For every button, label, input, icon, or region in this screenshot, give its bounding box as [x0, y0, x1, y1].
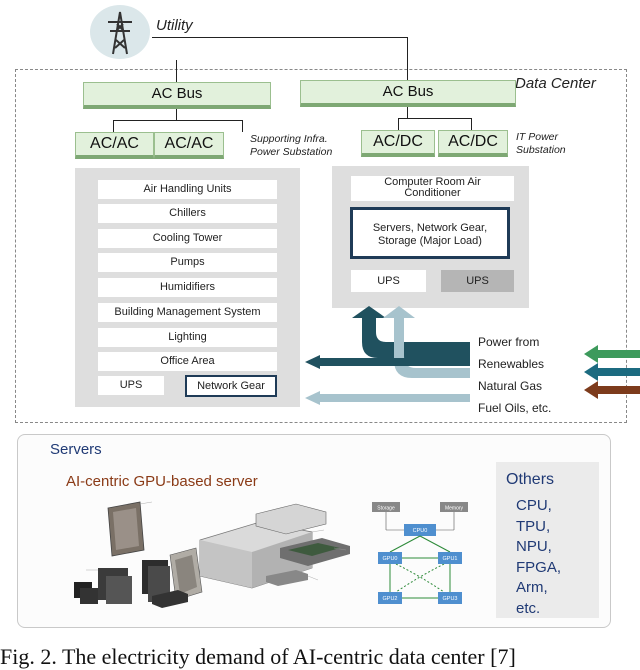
- cpu-label: CPU0: [413, 528, 428, 534]
- support-item-cooling-tower: Cooling Tower: [98, 229, 277, 248]
- support-item-chillers: Chillers: [98, 204, 277, 223]
- storage-node: [372, 502, 400, 512]
- right-bus-drop: [407, 106, 408, 118]
- gpu-interconnect-diagram: Storage Memory CPU0 GPU0 GPU1 GPU2 GPU3: [372, 502, 468, 604]
- component-callouts: [86, 501, 347, 581]
- utility-label: Utility: [156, 17, 193, 34]
- servers-title: Servers: [50, 441, 102, 458]
- support-substation-label: Supporting Infra. Power Substation: [250, 133, 333, 158]
- input-arrows: [584, 345, 640, 399]
- acdc1-drop: [398, 118, 399, 130]
- power-source-line-2: Renewables: [478, 357, 545, 371]
- gpu0-label: GPU0: [383, 556, 398, 562]
- crac-unit: Computer Room Air Conditioner: [351, 176, 514, 201]
- it-ups-left: UPS: [351, 270, 426, 292]
- utility-wire-horizontal: [152, 37, 408, 38]
- right-bus-branch: [398, 118, 472, 119]
- data-center-label: Data Center: [515, 75, 596, 92]
- others-box: [496, 462, 599, 618]
- support-network-gear: Network Gear: [185, 375, 277, 397]
- gpu3-node: [438, 592, 462, 604]
- utility-icon: [88, 4, 152, 60]
- data-center-boundary: [15, 69, 627, 423]
- ac-ac-converter-2: AC/AC: [154, 132, 224, 159]
- left-bus-branch: [113, 120, 243, 121]
- support-item-air-handling: Air Handling Units: [98, 180, 277, 199]
- gpu0-node: [378, 552, 402, 564]
- gpu-module-stack: [74, 582, 98, 604]
- others-item-npu: NPU,: [516, 538, 552, 555]
- ac-dc-converter-2: AC/DC: [438, 130, 508, 157]
- ac-bus-left: AC Bus: [83, 82, 271, 109]
- acac1-drop: [113, 120, 114, 132]
- others-item-arm: Arm,: [516, 579, 548, 596]
- utility-wire-right: [407, 37, 408, 82]
- gpu3-label: GPU3: [443, 596, 458, 602]
- top-module: [255, 503, 327, 535]
- acdc2-drop: [471, 118, 472, 130]
- ac-dc-converter-1: AC/DC: [361, 130, 435, 157]
- support-item-pumps: Pumps: [98, 253, 277, 272]
- others-item-tpu: TPU,: [516, 517, 551, 535]
- drive-tray: [152, 590, 188, 608]
- power-supply: [266, 570, 308, 586]
- gpu1-node: [438, 552, 462, 564]
- ac-ac-converter-1: AC/AC: [75, 132, 154, 159]
- gpu2-node: [378, 592, 402, 604]
- ac-bus-right: AC Bus: [300, 80, 516, 107]
- power-source-line-1: Power from: [478, 335, 540, 349]
- storage-label: Storage: [377, 506, 395, 512]
- acac2-drop: [242, 120, 243, 132]
- motherboard: [280, 538, 350, 566]
- gpu1-label: GPU1: [443, 556, 458, 562]
- ai-server-subtitle: AI-centric GPU-based server: [66, 473, 258, 490]
- utility-wire-left: [176, 60, 177, 82]
- support-ups: UPS: [98, 376, 164, 395]
- support-item-bms: Building Management System: [98, 303, 277, 322]
- others-list: CPU, TPU, NPU, FPGA, Arm, etc.: [516, 496, 561, 619]
- figure-caption: Fig. 2. The electricity demand of AI-cen…: [0, 644, 516, 669]
- others-item-etc: etc.: [516, 599, 541, 617]
- gpu2-label: GPU2: [383, 596, 398, 602]
- servers-major-load: Servers, Network Gear, Storage (Major Lo…: [350, 207, 510, 259]
- cpu-fan-stack: [98, 560, 170, 604]
- left-bus-drop: [176, 108, 177, 120]
- cpu-node: [404, 524, 436, 536]
- support-item-lighting: Lighting: [98, 328, 277, 347]
- it-substation-label: IT Power Substation: [516, 131, 566, 156]
- server-hardware-illustration: [74, 501, 350, 608]
- gpu-board: [169, 547, 203, 601]
- memory-label: Memory: [445, 506, 464, 512]
- power-source-line-3: Natural Gas: [478, 379, 543, 393]
- support-item-humidifiers: Humidifiers: [98, 278, 277, 297]
- power-source-line-4: Fuel Oils, etc.: [478, 401, 552, 415]
- others-title: Others: [506, 471, 555, 488]
- support-item-office-area: Office Area: [98, 352, 277, 371]
- side-panel-component: [107, 501, 145, 557]
- it-ups-right: UPS: [441, 270, 514, 292]
- power-sources-box: [470, 330, 582, 416]
- memory-node: [440, 502, 468, 512]
- others-item-cpu: CPU,: [516, 497, 552, 514]
- others-item-fpga: FPGA,: [516, 558, 562, 576]
